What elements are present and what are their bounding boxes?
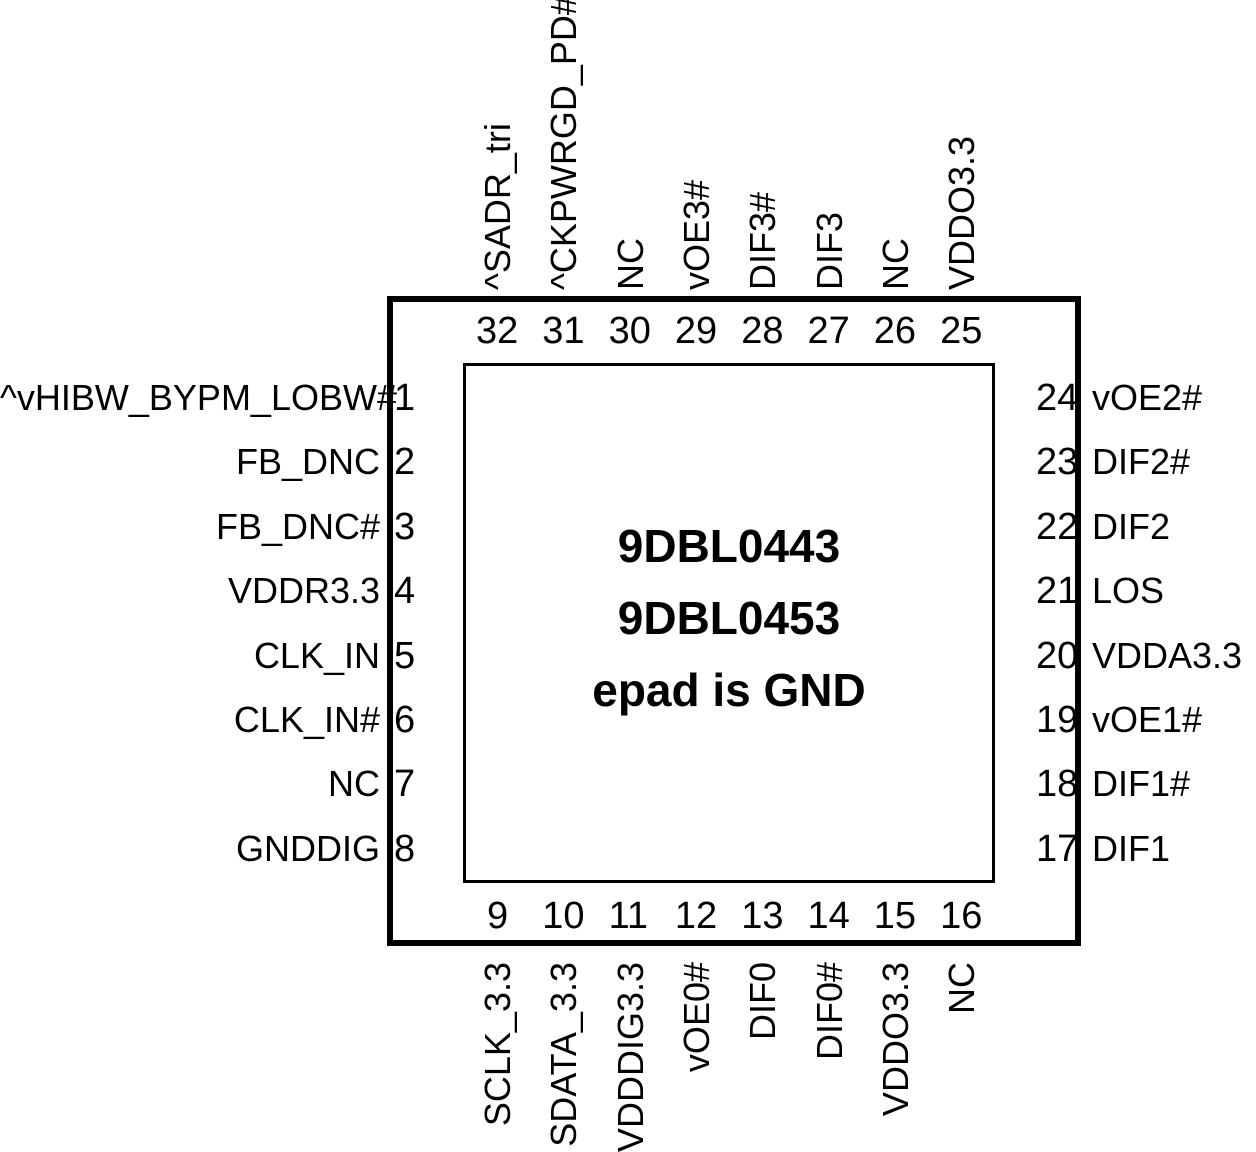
pin-name-top: ^SADR_tri (477, 123, 518, 290)
pin-number-left: 5 (394, 634, 416, 677)
pin-name-bottom: DIF0# (808, 962, 850, 1061)
pin-number-bottom: 12 (674, 895, 718, 937)
pin-name-right: vOE1# (1092, 699, 1203, 740)
pin-name-bottom: vOE0# (675, 962, 717, 1073)
pin-name-top: NC (874, 238, 916, 290)
pin-name-right: DIF2 (1092, 505, 1171, 547)
epad-note: epad is GND (592, 664, 866, 716)
pin-name-top: DIF3 (808, 211, 850, 290)
pin-name-right: LOS (1092, 570, 1165, 612)
pin-number-left: 2 (394, 441, 416, 484)
pin-name-bottom: VDDO3.3 (874, 962, 916, 1117)
pin-number-bottom: 14 (807, 895, 850, 937)
pin-number-top: 27 (807, 310, 850, 352)
pin-number-right: 24 (1036, 377, 1079, 419)
pin-name-left: GNDDIG (236, 827, 380, 869)
pin-name-top: NC (609, 238, 651, 290)
pin-number-bottom: 16 (940, 895, 983, 937)
pin-name-top: DIF3# (742, 191, 784, 290)
pin-number-top: 25 (940, 310, 983, 352)
pin-number-bottom: 11 (608, 895, 649, 937)
pin-number-left: 3 (394, 505, 416, 548)
pin-number-left: 6 (394, 699, 416, 741)
pin-name-top: VDDO3.3 (941, 135, 983, 290)
part-number-1: 9DBL0443 (617, 520, 841, 572)
pin-name-bottom: DIF0 (742, 962, 784, 1041)
pin-name-top: ^CKPWRGD_PD# (543, 0, 585, 290)
pin-name-left: VDDR3.3 (227, 570, 380, 612)
pin-number-left: 8 (394, 827, 416, 870)
exposed-pad (463, 363, 995, 883)
pin-number-right: 17 (1036, 827, 1079, 870)
pin-number-top: 28 (741, 310, 784, 352)
pin-name-bottom: NC (941, 962, 983, 1014)
pin-name-left: ^vHIBW_BYPM_LOBW# (0, 377, 397, 418)
pin-name-right: DIF2# (1092, 441, 1191, 483)
pin-name-bottom: SDATA_3.3 (543, 962, 585, 1147)
pin-number-top: 31 (542, 310, 585, 352)
pin-name-left: FB_DNC# (215, 505, 380, 547)
pin-number-left: 1 (394, 377, 416, 419)
pin-name-left: CLK_IN (253, 634, 380, 676)
pin-name-top: vOE3# (675, 179, 717, 290)
pin-number-right: 23 (1036, 441, 1079, 484)
pin-number-left: 4 (394, 570, 416, 613)
package-outline (387, 296, 1081, 946)
pin-number-right: 19 (1036, 699, 1079, 741)
pin-number-right: 18 (1036, 763, 1079, 806)
pin-name-right: DIF1 (1092, 827, 1171, 869)
pin-number-top: 26 (873, 310, 917, 352)
pin-number-bottom: 10 (542, 895, 585, 937)
pin-number-bottom: 15 (873, 895, 917, 937)
pin-name-left: FB_DNC (235, 441, 380, 483)
pin-name-bottom: SCLK_3.3 (477, 962, 518, 1127)
pin-name-left: NC (328, 763, 380, 805)
chip-label: 9DBL0443 9DBL0453 epad is GND (463, 510, 995, 726)
pin-number-bottom: 13 (741, 895, 784, 937)
pin-name-left: CLK_IN# (233, 699, 380, 740)
pin-name-right: DIF1# (1092, 763, 1191, 805)
pin-number-top: 29 (674, 310, 718, 352)
pin-number-right: 22 (1036, 505, 1079, 548)
pin-number-left: 7 (394, 763, 416, 806)
pin-number-top: 32 (476, 310, 519, 352)
part-number-2: 9DBL0453 (617, 592, 841, 644)
pin-number-right: 21 (1036, 570, 1079, 613)
pin-number-top: 30 (608, 310, 651, 352)
pin-name-bottom: VDDDIG3.3 (609, 962, 651, 1152)
pin-name-right: VDDA3.3 (1092, 634, 1243, 676)
pin-name-right: vOE2# (1092, 377, 1203, 418)
pin-number-bottom: 9 (487, 895, 509, 937)
pin-number-right: 20 (1036, 634, 1079, 677)
